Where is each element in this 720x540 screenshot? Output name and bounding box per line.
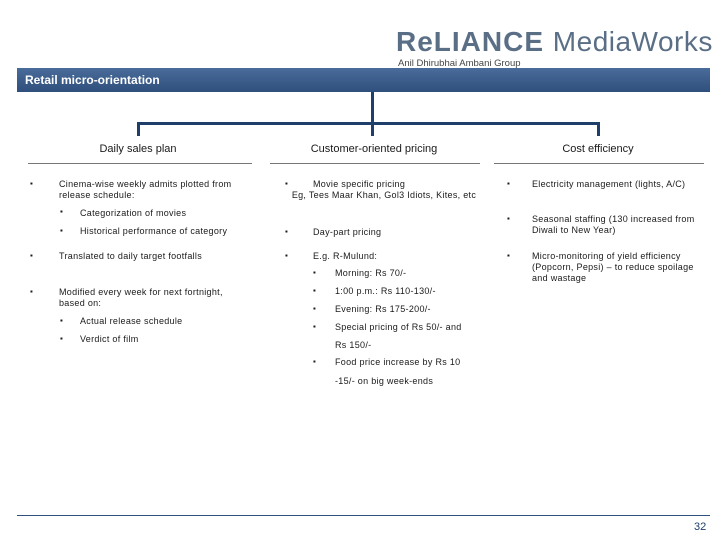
list-item: 1:00 p.m.: Rs 110-130/- bbox=[335, 286, 436, 296]
list-item: Morning: Rs 70/- bbox=[335, 268, 407, 278]
list-item: Micro-monitoring of yield efficiency (Po… bbox=[532, 251, 694, 283]
list-item: Modified every week for next fortnight, … bbox=[59, 287, 223, 308]
slide-title: Retail micro-orientation bbox=[25, 73, 160, 87]
bullet-icon: ▪ bbox=[507, 214, 510, 223]
column-heading-cost-efficiency: Cost efficiency bbox=[562, 143, 634, 155]
bullet-icon: ▪ bbox=[30, 287, 33, 296]
list-item: Electricity management (lights, A/C) bbox=[532, 179, 686, 189]
bullet-icon: ▪ bbox=[60, 316, 63, 325]
bullet-icon: ▪ bbox=[30, 251, 33, 260]
bullet-icon: ▪ bbox=[313, 357, 316, 366]
logo-mediaworks-text: MediaWorks bbox=[552, 26, 713, 57]
bullet-icon: ▪ bbox=[313, 304, 316, 313]
bullet-icon: ▪ bbox=[60, 207, 63, 216]
footer-rule bbox=[17, 515, 710, 516]
bullet-icon: ▪ bbox=[313, 322, 316, 331]
connector-horizontal bbox=[137, 122, 600, 125]
list-item: Actual release schedule bbox=[80, 316, 183, 326]
logo-subtitle: Anil Dhirubhai Ambani Group bbox=[398, 58, 521, 69]
heading-underline-3 bbox=[494, 163, 704, 164]
logo-reliance-text: ReLIANCE bbox=[396, 26, 545, 57]
list-item: Special pricing of Rs 50/- and bbox=[335, 322, 462, 332]
heading-underline-2 bbox=[270, 163, 480, 164]
list-item: Categorization of movies bbox=[80, 208, 187, 218]
column-heading-daily-sales: Daily sales plan bbox=[99, 143, 177, 155]
connector-left-drop bbox=[137, 122, 140, 136]
bullet-icon: ▪ bbox=[285, 227, 288, 236]
connector-right-drop bbox=[597, 122, 600, 136]
list-item: Eg, Tees Maar Khan, Gol3 Idiots, Kites, … bbox=[291, 190, 477, 200]
heading-underline-1 bbox=[28, 163, 252, 164]
logo-wordmark: ReLIANCE MediaWorks bbox=[396, 26, 713, 58]
bullet-icon: ▪ bbox=[507, 179, 510, 188]
list-item: -15/- on big week-ends bbox=[335, 376, 434, 386]
page-number: 32 bbox=[694, 521, 707, 533]
bullet-icon: ▪ bbox=[285, 251, 288, 260]
bullet-icon: ▪ bbox=[60, 226, 63, 235]
bullet-icon: ▪ bbox=[285, 179, 288, 188]
list-item: Evening: Rs 175-200/- bbox=[335, 304, 431, 314]
list-item: Historical performance of category bbox=[80, 226, 228, 236]
reliance-mediaworks-logo: ReLIANCE MediaWorks Anil Dhirubhai Amban… bbox=[396, 26, 712, 74]
column-heading-customer-pricing: Customer-oriented pricing bbox=[310, 143, 438, 155]
list-item: Day-part pricing bbox=[313, 227, 382, 237]
title-bar: Retail micro-orientation bbox=[17, 68, 710, 92]
connector-mid-drop bbox=[371, 122, 374, 136]
list-item: Food price increase by Rs 10 bbox=[335, 357, 461, 367]
list-item: E.g. R-Mulund: bbox=[313, 251, 378, 261]
bullet-icon: ▪ bbox=[30, 179, 33, 188]
list-item: Movie specific pricing bbox=[313, 179, 406, 189]
bullet-icon: ▪ bbox=[313, 286, 316, 295]
list-item: Verdict of film bbox=[80, 334, 139, 344]
connector-vertical-main bbox=[371, 92, 374, 124]
list-item: Cinema-wise weekly admits plotted from r… bbox=[59, 179, 232, 200]
bullet-icon: ▪ bbox=[507, 251, 510, 260]
list-item: Rs 150/- bbox=[335, 340, 372, 350]
bullet-icon: ▪ bbox=[60, 334, 63, 343]
bullet-icon: ▪ bbox=[313, 268, 316, 277]
list-item: Seasonal staffing (130 increased from Di… bbox=[532, 214, 695, 235]
list-item: Translated to daily target footfalls bbox=[59, 251, 203, 261]
